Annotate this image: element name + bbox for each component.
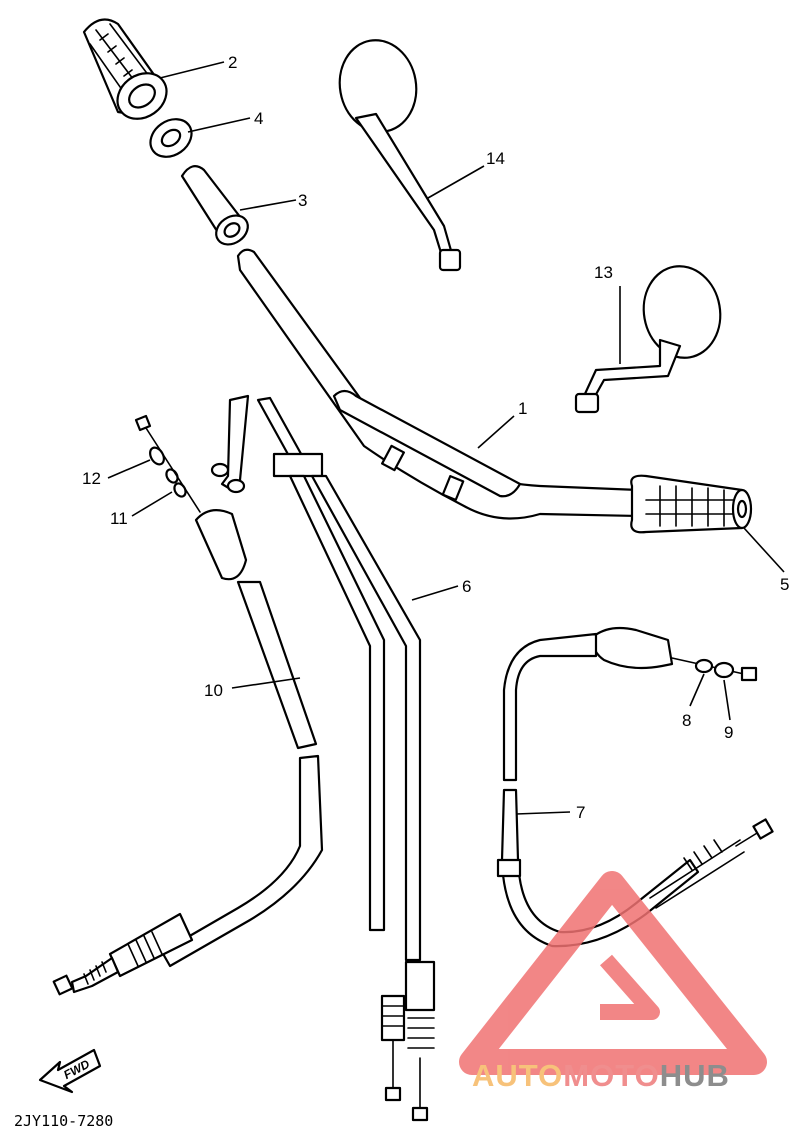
watermark-auto: AUTO — [472, 1058, 563, 1093]
watermark-logo — [459, 871, 767, 1075]
grip-collar — [149, 118, 193, 158]
handlebar — [236, 248, 642, 520]
callout-7: 7 — [576, 803, 585, 822]
watermark-moto: MOTO — [563, 1058, 659, 1093]
watermark: AUTOMOTOHUB — [459, 871, 767, 1093]
throttle-tube — [180, 165, 249, 246]
callout-6: 6 — [462, 577, 471, 596]
diagram-code: 2JY110-7280 — [14, 1112, 113, 1130]
callout-3: 3 — [298, 191, 307, 210]
callout-10: 10 — [204, 681, 223, 700]
callout-numbers: 2 4 3 1 5 6 7 8 9 10 11 12 13 14 — [82, 53, 789, 822]
leader-lines — [107, 61, 785, 815]
right-mirror — [574, 265, 722, 414]
callout-13: 13 — [594, 263, 613, 282]
callout-11: 11 — [110, 509, 128, 528]
brake-cable — [52, 414, 324, 996]
clutch-cable — [496, 626, 774, 948]
callout-9: 9 — [724, 723, 733, 742]
left-mirror — [338, 39, 462, 272]
watermark-hub: HUB — [660, 1058, 730, 1093]
watermark-text: AUTOMOTOHUB — [472, 1058, 730, 1093]
callout-14: 14 — [486, 149, 505, 168]
callout-5: 5 — [780, 575, 789, 594]
callout-8: 8 — [682, 711, 691, 730]
callout-12: 12 — [82, 469, 101, 488]
right-grip — [630, 474, 753, 534]
throttle-cable — [210, 394, 436, 1122]
callout-4: 4 — [254, 109, 263, 128]
callout-2: 2 — [228, 53, 237, 72]
left-grip — [82, 18, 168, 120]
callout-1: 1 — [518, 399, 527, 418]
fwd-arrow: FWD — [38, 1048, 102, 1094]
